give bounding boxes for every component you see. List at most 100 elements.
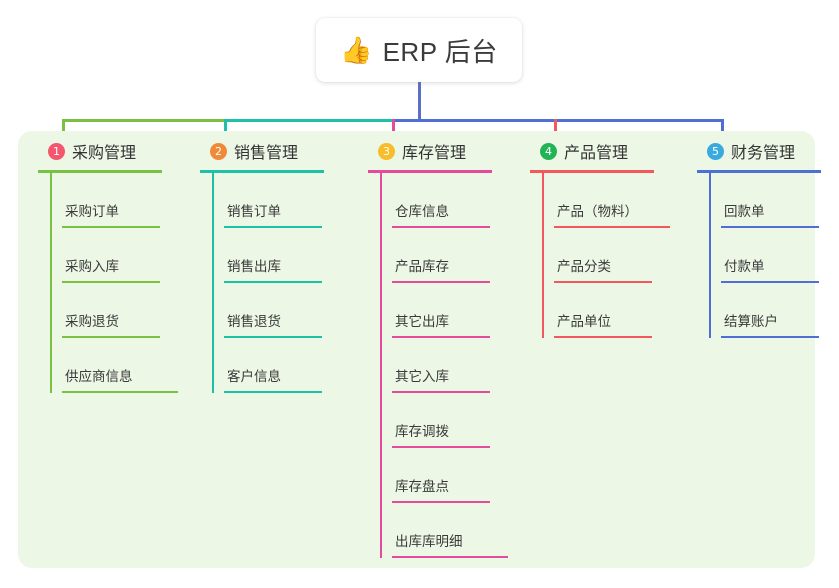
list-item-label: 出库库明细 <box>395 534 463 549</box>
list-item-label: 供应商信息 <box>65 369 133 384</box>
list-item-rule <box>392 501 490 503</box>
list-item-label: 其它出库 <box>395 314 449 329</box>
list-item-label: 付款单 <box>724 259 765 274</box>
list-item[interactable]: 其它入库 <box>392 338 490 393</box>
list-item-rule <box>224 336 322 338</box>
list-item[interactable]: 产品（物料） <box>554 173 670 228</box>
root-node-card[interactable]: 👍 ERP 后台 <box>316 18 522 82</box>
list-item[interactable]: 库存盘点 <box>392 448 490 503</box>
list-item-rule <box>554 226 670 228</box>
module-item-list: 采购订单采购入库采购退货供应商信息 <box>38 173 188 393</box>
module-item-list: 仓库信息产品库存其它出库其它入库库存调拨库存盘点出库库明细 <box>368 173 518 558</box>
list-item-label: 产品（物料） <box>557 204 638 219</box>
list-item-rule <box>392 336 490 338</box>
module-title: 库存管理 <box>402 145 467 162</box>
list-item-label: 结算账户 <box>724 314 778 329</box>
list-item-rule <box>721 336 819 338</box>
list-item-label: 库存盘点 <box>395 479 449 494</box>
module-spine <box>50 173 52 393</box>
list-item-label: 仓库信息 <box>395 204 449 219</box>
list-item-label: 销售退货 <box>227 314 281 329</box>
list-item-label: 库存调拨 <box>395 424 449 439</box>
module-header-3[interactable]: 3 库存管理 <box>368 138 518 164</box>
list-item-rule <box>62 336 160 338</box>
list-item-rule <box>224 226 322 228</box>
list-item[interactable]: 销售出库 <box>224 228 322 283</box>
module-header-5[interactable]: 5 财务管理 <box>697 138 839 164</box>
list-item-rule <box>392 281 490 283</box>
list-item-rule <box>392 556 508 558</box>
list-item-rule <box>721 226 819 228</box>
list-item[interactable]: 采购退货 <box>62 283 160 338</box>
module-column-3: 3 库存管理仓库信息产品库存其它出库其它入库库存调拨库存盘点出库库明细 <box>368 138 518 558</box>
module-item-list: 回款单付款单结算账户 <box>697 173 839 338</box>
module-title: 采购管理 <box>72 145 137 162</box>
module-header-rule <box>200 170 324 173</box>
module-spine <box>212 173 214 393</box>
list-item-rule <box>721 281 819 283</box>
bar-segment-2 <box>224 119 395 122</box>
list-item-rule <box>392 226 490 228</box>
list-item[interactable]: 销售订单 <box>224 173 322 228</box>
list-item-rule <box>554 281 652 283</box>
list-item[interactable]: 客户信息 <box>224 338 322 393</box>
list-item-label: 采购入库 <box>65 259 119 274</box>
list-item-label: 产品单位 <box>557 314 611 329</box>
list-item-label: 其它入库 <box>395 369 449 384</box>
list-item-rule <box>62 281 160 283</box>
list-item-rule <box>62 391 178 393</box>
list-item-rule <box>392 446 490 448</box>
modules-panel <box>18 131 815 568</box>
bar-segment-4 <box>554 119 724 122</box>
list-item-label: 回款单 <box>724 204 765 219</box>
module-number-badge: 2 <box>210 142 227 160</box>
bar-segment-1 <box>62 119 227 122</box>
list-item[interactable]: 销售退货 <box>224 283 322 338</box>
list-item[interactable]: 回款单 <box>721 173 819 228</box>
module-header-rule <box>368 170 492 173</box>
module-header-rule <box>38 170 162 173</box>
module-spine <box>542 173 544 338</box>
module-header-2[interactable]: 2 销售管理 <box>200 138 350 164</box>
list-item-label: 产品库存 <box>395 259 449 274</box>
list-item-label: 产品分类 <box>557 259 611 274</box>
list-item[interactable]: 库存调拨 <box>392 393 490 448</box>
module-title: 销售管理 <box>234 145 299 162</box>
module-number-badge: 5 <box>707 142 724 160</box>
module-spine <box>709 173 711 338</box>
module-column-5: 5 财务管理回款单付款单结算账户 <box>697 138 839 338</box>
list-item-rule <box>224 391 322 393</box>
list-item-rule <box>224 281 322 283</box>
list-item[interactable]: 采购订单 <box>62 173 160 228</box>
list-item-label: 采购退货 <box>65 314 119 329</box>
bar-segment-3 <box>392 119 557 122</box>
list-item[interactable]: 付款单 <box>721 228 819 283</box>
list-item-rule <box>62 226 160 228</box>
list-item-label: 采购订单 <box>65 204 119 219</box>
thumbs-up-icon: 👍 <box>340 35 373 65</box>
list-item-rule <box>392 391 490 393</box>
list-item[interactable]: 产品分类 <box>554 228 652 283</box>
list-item-rule <box>554 336 652 338</box>
list-item[interactable]: 供应商信息 <box>62 338 178 393</box>
list-item[interactable]: 出库库明细 <box>392 503 508 558</box>
list-item[interactable]: 结算账户 <box>721 283 819 338</box>
list-item[interactable]: 产品库存 <box>392 228 490 283</box>
list-item[interactable]: 仓库信息 <box>392 173 490 228</box>
list-item-label: 销售订单 <box>227 204 281 219</box>
root-title: ERP 后台 <box>382 36 498 67</box>
module-title: 财务管理 <box>731 145 796 162</box>
list-item[interactable]: 采购入库 <box>62 228 160 283</box>
module-item-list: 销售订单销售出库销售退货客户信息 <box>200 173 350 393</box>
list-item-label: 客户信息 <box>227 369 281 384</box>
list-item[interactable]: 其它出库 <box>392 283 490 338</box>
list-item-label: 销售出库 <box>227 259 281 274</box>
module-number-badge: 3 <box>378 142 395 160</box>
list-item[interactable]: 产品单位 <box>554 283 652 338</box>
module-column-2: 2 销售管理销售订单销售出库销售退货客户信息 <box>200 138 350 393</box>
module-title: 产品管理 <box>564 145 629 162</box>
